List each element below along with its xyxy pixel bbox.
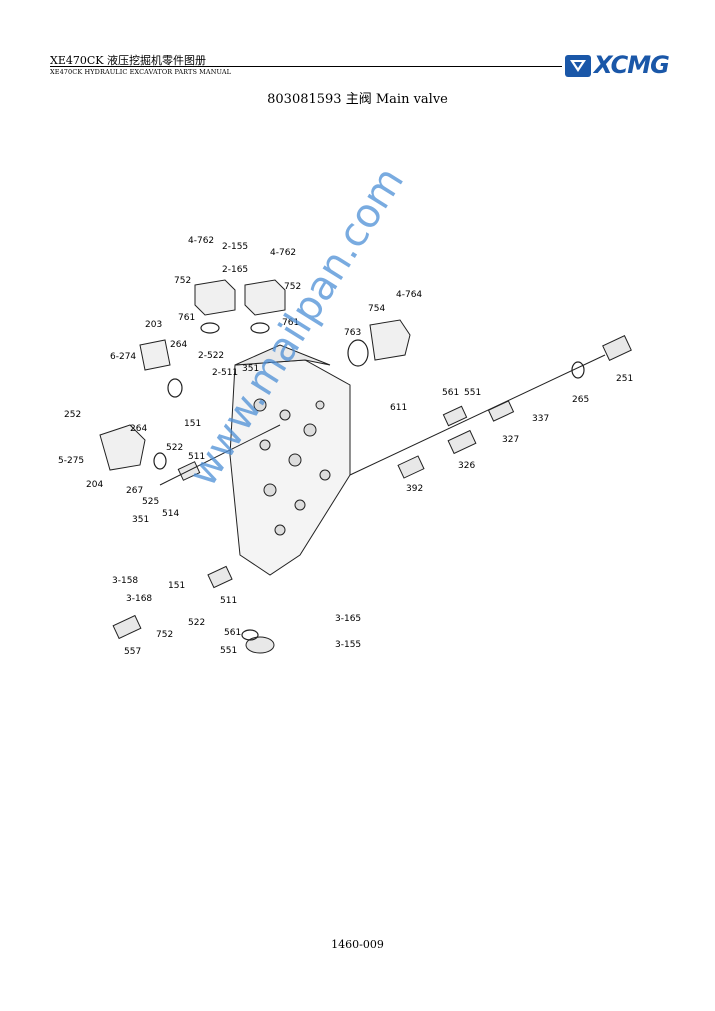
callout: 3-155: [335, 640, 361, 650]
callout: 151: [184, 419, 201, 429]
spool-parts: [112, 335, 632, 654]
callout: 4-762: [270, 248, 296, 258]
callout: 327: [502, 435, 519, 445]
cover-blocks: [99, 279, 411, 471]
callout: 204: [86, 480, 103, 490]
callout: 4-762: [188, 236, 214, 246]
callout: 514: [162, 509, 179, 519]
xcmg-logo-icon: [565, 55, 591, 77]
callout: 511: [220, 596, 237, 606]
callout: 265: [572, 395, 589, 405]
callout: 252: [64, 410, 81, 420]
callout: 551: [464, 388, 481, 398]
callout: 551: [220, 646, 237, 656]
callout: 3-168: [126, 594, 152, 604]
header-rule: [50, 66, 562, 67]
o-rings: [153, 322, 585, 641]
callout: 264: [130, 424, 147, 434]
callout: 3-158: [112, 576, 138, 586]
callout: 522: [166, 443, 183, 453]
callout: 763: [344, 328, 361, 338]
callout: 754: [368, 304, 385, 314]
callout: 4-764: [396, 290, 422, 300]
callout: 525: [142, 497, 159, 507]
callout: 251: [616, 374, 633, 384]
callout: 611: [390, 403, 407, 413]
callout: 267: [126, 486, 143, 496]
callout: 561: [224, 628, 241, 638]
callout-labels: 4-762 2-155 2-165 4-762 752 752 4-764 75…: [58, 236, 633, 657]
callout: 2-522: [198, 351, 224, 361]
callout: 752: [284, 282, 301, 292]
callout: 2-165: [222, 265, 248, 275]
callout: 2-511: [212, 368, 238, 378]
callout: 151: [168, 581, 185, 591]
callout: 761: [178, 313, 195, 323]
callout: 3-165: [335, 614, 361, 624]
exploded-valve-diagram: 4-762 2-155 2-165 4-762 752 752 4-764 75…: [58, 236, 633, 657]
callout: 561: [442, 388, 459, 398]
callout: 203: [145, 320, 162, 330]
page-number: 1460-009: [331, 938, 384, 951]
callout: 326: [458, 461, 475, 471]
manual-title: XE470CK 液压挖掘机零件图册: [50, 54, 206, 67]
callout: 522: [188, 618, 205, 628]
callout: 752: [174, 276, 191, 286]
page-title: 803081593 主阀 Main valve: [267, 92, 448, 107]
manual-subtitle: XE470CK HYDRAULIC EXCAVATOR PARTS MANUAL: [50, 68, 232, 76]
callout: 511: [188, 452, 205, 462]
callout: 6-274: [110, 352, 136, 362]
callout: 2-155: [222, 242, 248, 252]
callout: 351: [242, 364, 259, 374]
xcmg-logo-text: XCMG: [594, 51, 670, 79]
callout: 557: [124, 647, 141, 657]
callout: 5-275: [58, 456, 84, 466]
callout: 351: [132, 515, 149, 525]
callout: 392: [406, 484, 423, 494]
valve-body: [229, 344, 351, 576]
callout: 761: [282, 318, 299, 328]
callout: 337: [532, 414, 549, 424]
callout: 752: [156, 630, 173, 640]
callout: 264: [170, 340, 187, 350]
